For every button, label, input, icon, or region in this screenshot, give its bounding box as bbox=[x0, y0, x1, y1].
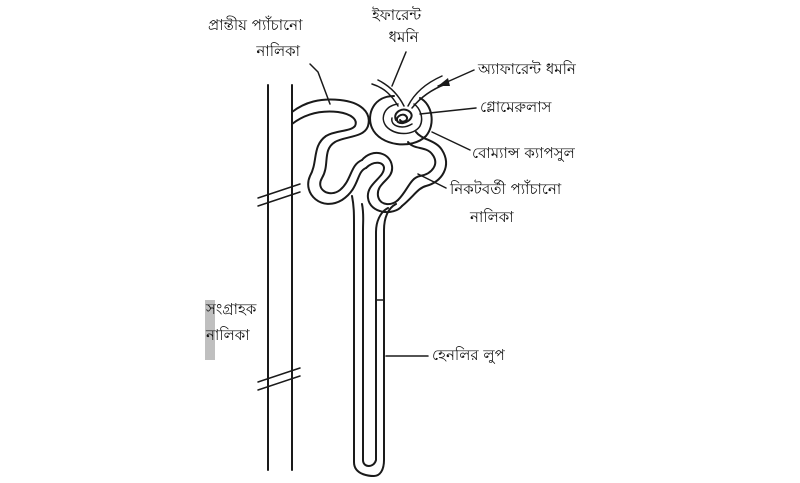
label-collecting-duct: সংগ্রাহক নালিকা bbox=[206, 300, 256, 344]
proximal-tubule-coil-1 bbox=[361, 151, 399, 206]
proximal-tubule-coil-4 bbox=[401, 131, 447, 207]
afferent-artery-wall-1 bbox=[407, 75, 443, 107]
label-collecting-duct-line-2: নালিকা bbox=[206, 326, 250, 344]
proximal-tubule-coil-3 bbox=[397, 141, 437, 201]
label-loop-of-henle: হেনলির লুপ bbox=[432, 346, 505, 364]
glomerulus-coil bbox=[394, 108, 413, 124]
collecting-duct bbox=[257, 84, 301, 471]
label-glomerulus: গ্লোমেরুলাস bbox=[480, 98, 552, 116]
label-distal-tubule-line-2: নালিকা bbox=[256, 42, 301, 60]
henle-loop-inner bbox=[361, 203, 389, 467]
label-bowmans-capsule: বোম্যান্স ক্যাপসুল bbox=[472, 144, 575, 162]
glomerulus bbox=[391, 108, 413, 128]
label-shadow-patch bbox=[205, 300, 215, 360]
glomerulus-loop bbox=[391, 117, 413, 128]
distal-tubule-inner bbox=[291, 110, 367, 205]
duct-break-mark bbox=[257, 367, 301, 383]
afferent-artery-wall-2 bbox=[411, 83, 447, 109]
duct-break-mark bbox=[257, 191, 301, 207]
duct-break-mark bbox=[257, 183, 301, 199]
label-efferent-artery-line-2: ধমনি bbox=[388, 28, 419, 46]
label-efferent-artery-line-1: ইফারেন্ট bbox=[372, 6, 422, 24]
efferent-artery bbox=[371, 79, 405, 107]
label-efferent-artery: ইফারেন্ট ধমনি bbox=[372, 6, 421, 46]
leader-distal-tubule bbox=[309, 63, 331, 105]
leader-bowmans-capsule bbox=[431, 131, 471, 151]
label-proximal-tubule: নিকটবর্তী প্যাঁচানো নালিকা bbox=[450, 180, 561, 226]
label-proximal-tubule-line-1: নিকটবর্তী প্যাঁচানো bbox=[450, 180, 562, 198]
distal-convoluted-tubule bbox=[291, 98, 370, 205]
efferent-artery-wall-2 bbox=[377, 79, 405, 107]
capsule-outer-wall bbox=[369, 95, 433, 146]
label-proximal-tubule-line-2: নালিকা bbox=[470, 208, 514, 226]
distal-tubule-outer bbox=[291, 98, 370, 195]
duct-break-mark bbox=[257, 375, 301, 391]
label-afferent-artery: অ্যাফারেন্ট ধমনি bbox=[478, 60, 576, 78]
efferent-artery-wall-1 bbox=[371, 83, 399, 107]
leader-glomerulus bbox=[419, 107, 477, 115]
label-distal-tubule: প্রান্তীয় প্যাঁচানো নালিকা bbox=[208, 16, 302, 60]
label-collecting-duct-line-1: সংগ্রাহক bbox=[206, 300, 257, 318]
leader-proximal-tubule bbox=[417, 173, 447, 189]
leader-lines bbox=[309, 51, 477, 357]
capsule-inner-wall bbox=[382, 103, 423, 135]
label-distal-tubule-line-1: প্রান্তীয় প্যাঁচানো bbox=[208, 16, 303, 34]
arrow-head-afferent bbox=[438, 78, 450, 86]
loop-of-henle bbox=[351, 195, 397, 478]
leader-efferent-artery bbox=[391, 51, 407, 87]
henle-loop-outer bbox=[351, 195, 397, 478]
